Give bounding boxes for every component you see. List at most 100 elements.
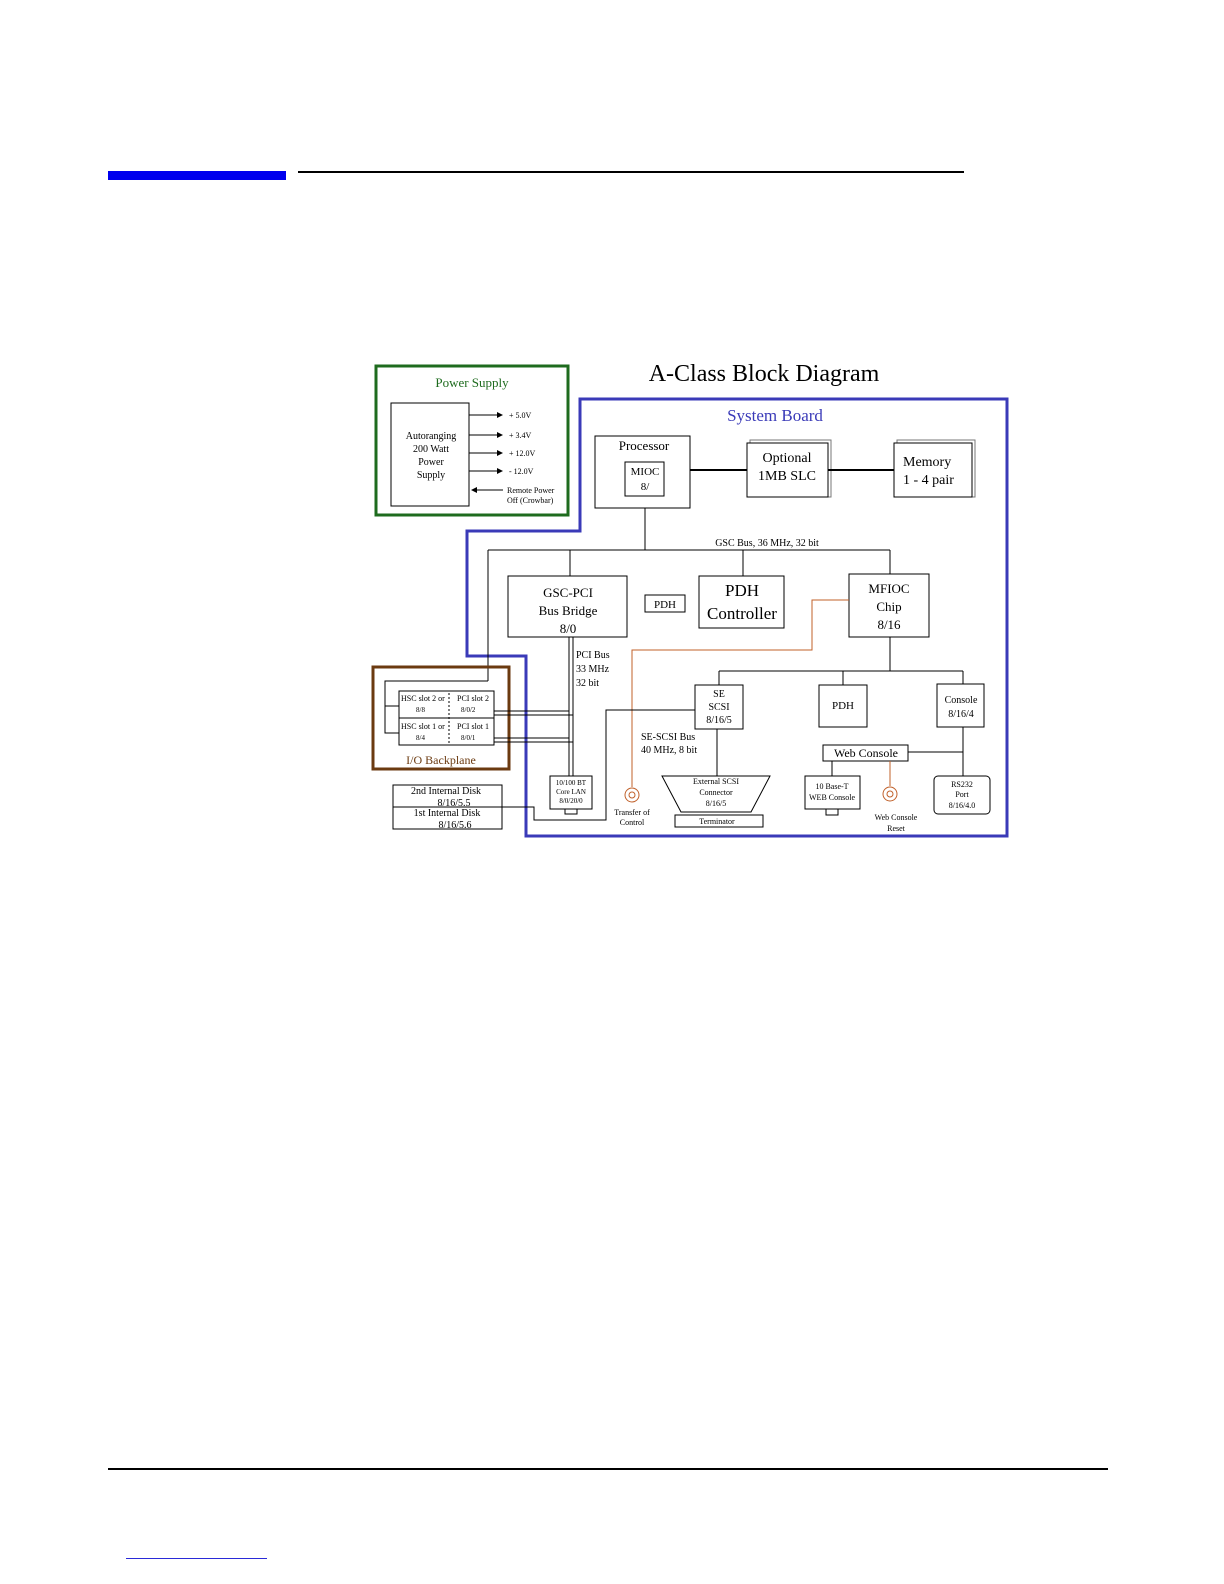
slot2-hsc-addr: 8/8	[416, 706, 425, 714]
disk1-line-2: 8/16/5.6	[438, 820, 471, 831]
ext-scsi-line-2: Connector	[699, 788, 733, 797]
optional-slc-line-2: 1MB SLC	[758, 469, 816, 484]
gsc-pci-line-3: 8/0	[560, 621, 577, 636]
lan-line-1: 10/100 BT	[556, 779, 587, 787]
mioc-line-2: 8/	[641, 481, 651, 493]
mfioc-line-1: MFIOC	[868, 581, 909, 596]
toc-line-1: Transfer of	[614, 808, 650, 817]
psu-output-12v: + 12.0V	[509, 449, 536, 458]
terminator-label: Terminator	[699, 817, 735, 826]
lan-box	[549, 775, 593, 810]
pdh-small-box	[644, 594, 686, 613]
console-line-1: Console	[945, 695, 978, 706]
lan-line-3: 8/0/20/0	[559, 797, 583, 805]
psu-remote-line-1: Remote Power	[507, 486, 555, 495]
diagram-title: A-Class Block Diagram	[649, 361, 880, 387]
footer-rule	[108, 1468, 1108, 1470]
psu-remote-line-2: Off (Crowbar)	[507, 496, 554, 505]
console-box	[936, 683, 985, 728]
mioc-line-1: MIOC	[631, 466, 660, 478]
ext-scsi-line-1: External SCSI	[693, 777, 739, 786]
mfioc-line-2: Chip	[876, 599, 901, 614]
web-console-reset-icon	[882, 786, 898, 802]
se-scsi-line-1: SE	[713, 689, 725, 700]
io-backplane-box	[371, 665, 511, 771]
pdh-right-box	[818, 684, 868, 728]
header-rule	[298, 171, 964, 173]
pdh-controller-box	[698, 575, 785, 629]
psu-line-3: Power	[418, 457, 444, 468]
power-supply-block: Power Supply Autoranging 200 Watt Power …	[374, 364, 570, 517]
memory-line-2: 1 - 4 pair	[903, 473, 954, 488]
psu-output-5v: + 5.0V	[509, 411, 532, 420]
slot2-pci: PCI slot 2	[457, 694, 489, 703]
terminator-box	[674, 814, 764, 828]
pdh-right-label: PDH	[832, 700, 854, 712]
rs232-line-2: Port	[955, 790, 969, 799]
footer-link-underline	[126, 1558, 267, 1559]
optional-slc-box	[746, 442, 829, 498]
base-t-line-1: 10 Base-T	[815, 782, 848, 791]
pdh-small-label: PDH	[654, 599, 676, 611]
mfioc-line-3: 8/16	[877, 617, 901, 632]
se-scsi-line-3: 8/16/5	[706, 715, 732, 726]
system-board-outline	[465, 397, 1009, 838]
system-board-title: System Board	[727, 406, 823, 425]
slot1-hsc-addr: 8/4	[416, 734, 425, 742]
lan-line-2: Core LAN	[556, 788, 586, 796]
disk2-line-1: 2nd Internal Disk	[411, 786, 481, 797]
se-scsi-line-2: SCSI	[708, 702, 729, 713]
rs232-line-1: RS232	[951, 780, 973, 789]
mfioc-box	[848, 573, 930, 638]
slot1-pci: PCI slot 1	[457, 722, 489, 731]
web-console-box	[822, 744, 909, 762]
pdh-controller-line-1: PDH	[725, 581, 759, 600]
header-accent-bar	[108, 171, 286, 180]
gsc-bus-label: GSC Bus, 36 MHz, 32 bit	[715, 538, 819, 549]
gsc-pci-line-2: Bus Bridge	[539, 603, 598, 618]
external-scsi-connector	[661, 775, 771, 813]
slot2-pci-addr: 8/0/2	[461, 706, 476, 714]
lan-connector	[564, 808, 578, 815]
console-line-2: 8/16/4	[948, 709, 974, 720]
slot2-box	[398, 690, 495, 719]
psu-line-2: 200 Watt	[413, 444, 449, 455]
psu-line-4: Supply	[417, 470, 445, 481]
psu-output-3v: + 3.4V	[509, 431, 532, 440]
mioc-box	[624, 461, 665, 497]
memory-line-1: Memory	[903, 455, 951, 470]
slot1-pci-addr: 8/0/1	[461, 734, 476, 742]
toc-wire	[631, 599, 849, 787]
se-scsi-bus-line-2: 40 MHz, 8 bit	[641, 745, 697, 756]
power-supply-title: Power Supply	[435, 375, 509, 390]
web-console-label: Web Console	[834, 746, 898, 760]
rs232-box	[933, 775, 991, 815]
processor-label: Processor	[619, 438, 670, 453]
wcr-line-2: Reset	[887, 824, 906, 833]
toc-line-2: Control	[620, 818, 645, 827]
pci-bus-line-3: 32 bit	[576, 678, 599, 689]
pci-bus-line-2: 33 MHz	[576, 664, 610, 675]
wcr-line-1: Web Console	[875, 813, 918, 822]
se-scsi-box	[694, 684, 744, 730]
slot1-box	[398, 717, 495, 746]
disk2-line-2: 8/16/5.5	[437, 798, 470, 809]
optional-slc-line-1: Optional	[763, 451, 812, 466]
gsc-pci-line-1: GSC-PCI	[543, 585, 593, 600]
ext-scsi-line-3: 8/16/5	[706, 799, 726, 808]
base-t-box	[804, 775, 861, 810]
slot2-hsc: HSC slot 2 or	[401, 694, 445, 703]
base-t-line-2: WEB Console	[809, 793, 855, 802]
pdh-controller-line-2: Controller	[707, 604, 777, 623]
rs232-line-3: 8/16/4.0	[949, 801, 975, 810]
se-scsi-bus-line-1: SE-SCSI Bus	[641, 732, 695, 743]
gsc-pci-bridge-box	[507, 575, 628, 638]
disk1-box	[392, 806, 503, 830]
disk1-line-1: 1st Internal Disk	[414, 808, 481, 819]
psu-output-neg12v: - 12.0V	[509, 467, 534, 476]
io-backplane-title: I/O Backplane	[406, 753, 476, 767]
base-t-connector	[825, 808, 839, 816]
slot1-hsc: HSC slot 1 or	[401, 722, 445, 731]
psu-line-1: Autoranging	[406, 431, 457, 442]
